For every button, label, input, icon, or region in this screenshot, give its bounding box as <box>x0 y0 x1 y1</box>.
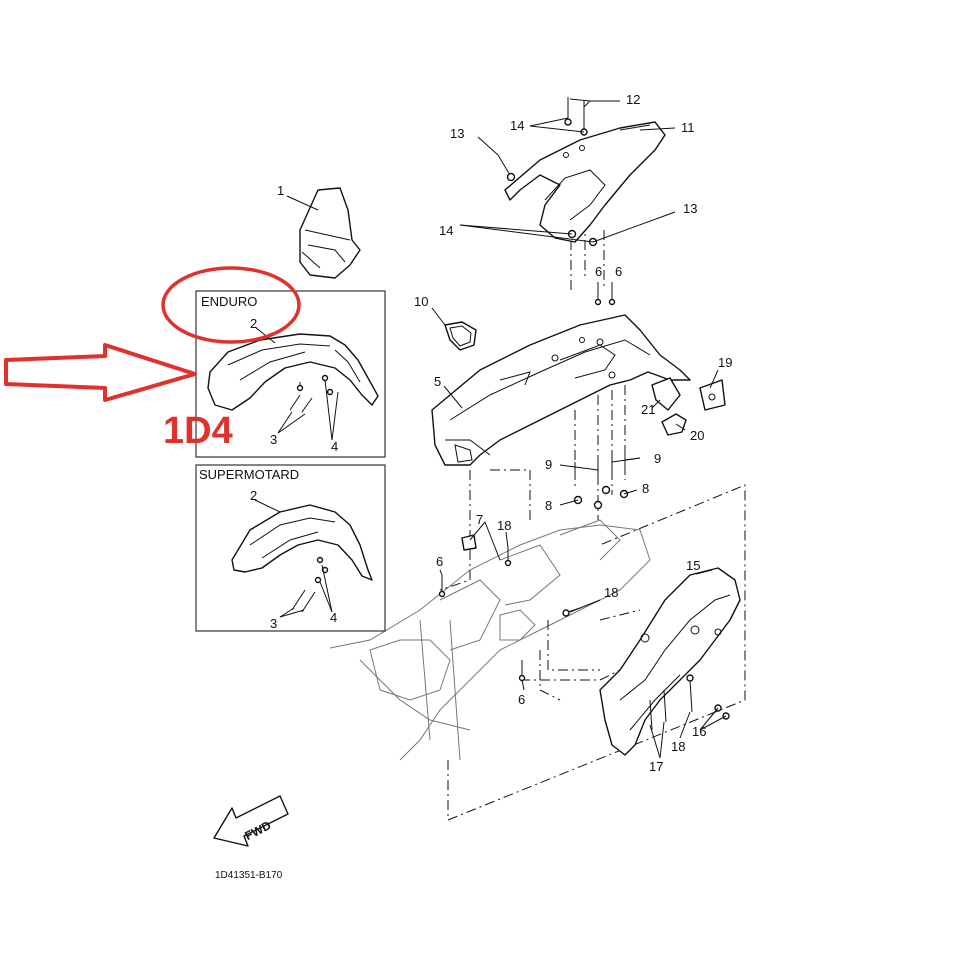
callout-4-enduro: 4 <box>331 439 338 454</box>
callout-14-top: 14 <box>510 118 524 133</box>
callout-11: 11 <box>681 120 695 135</box>
license-bracket-part-19 <box>699 379 726 411</box>
callout-16: 16 <box>692 724 706 739</box>
callout-8-left: 8 <box>545 498 552 513</box>
fwd-arrow-icon: FWD <box>213 795 289 847</box>
callout-4-supermotard: 4 <box>330 610 337 625</box>
callout-6-left: 6 <box>436 554 443 569</box>
guide-lines <box>439 200 746 821</box>
enduro-highlight-ellipse <box>161 266 301 344</box>
callout-18-mid: 18 <box>604 585 618 600</box>
gasket-part-10 <box>444 321 477 351</box>
supermotard-label: SUPERMOTARD <box>199 467 299 482</box>
callout-17: 17 <box>649 759 663 774</box>
headlight-cowl-part-1 <box>299 187 361 279</box>
callout-20: 20 <box>690 428 704 443</box>
callout-18-bottom: 18 <box>671 739 685 754</box>
callout-14-left: 14 <box>439 223 453 238</box>
leader-lines <box>286 98 727 759</box>
callout-9-left: 9 <box>545 457 552 472</box>
callout-2-supermotard: 2 <box>250 488 257 503</box>
figure-code: 1D41351-B170 <box>215 870 283 881</box>
red-arrow-icon <box>4 343 197 402</box>
callout-2-enduro: 2 <box>250 316 257 331</box>
callout-15: 15 <box>686 558 700 573</box>
callout-18-left: 18 <box>497 518 511 533</box>
rear-fender-part-5 <box>431 314 691 466</box>
enduro-box: ENDURO <box>195 290 386 458</box>
frame-ghost <box>329 519 651 761</box>
callout-13-right: 13 <box>683 201 697 216</box>
callout-3-supermotard: 3 <box>270 616 277 631</box>
callout-3-enduro: 3 <box>270 432 277 447</box>
callout-1: 1 <box>277 183 284 198</box>
callout-12: 12 <box>626 92 640 107</box>
callout-8-right: 8 <box>642 481 649 496</box>
callout-19: 19 <box>718 355 732 370</box>
rear-cowl-part-11 <box>504 121 666 243</box>
callout-5: 5 <box>434 374 441 389</box>
callout-7: 7 <box>476 512 483 527</box>
enduro-label: ENDURO <box>201 294 257 309</box>
front-fender-enduro-part-2 <box>207 333 379 411</box>
callout-10: 10 <box>414 294 428 309</box>
callout-6-top-right: 6 <box>615 264 622 279</box>
red-annotations: 1D4 <box>4 266 301 452</box>
side-mudguard-part-15 <box>599 567 741 756</box>
callout-9-right: 9 <box>654 451 661 466</box>
callout-6-bottom: 6 <box>518 692 525 707</box>
supermotard-box: SUPERMOTARD <box>195 464 386 632</box>
callout-13-top: 13 <box>450 126 464 141</box>
bracket-part-21 <box>651 377 681 411</box>
callout-21: 21 <box>641 402 655 417</box>
front-fender-supermotard-part-2 <box>231 504 373 581</box>
reflector-part-20 <box>661 413 687 436</box>
callout-6-top-left: 6 <box>595 264 602 279</box>
callout-numbers: 1 2 3 4 2 3 4 5 6 6 6 6 7 8 8 9 9 10 11 … <box>250 92 732 774</box>
model-code-label: 1D4 <box>163 410 233 452</box>
